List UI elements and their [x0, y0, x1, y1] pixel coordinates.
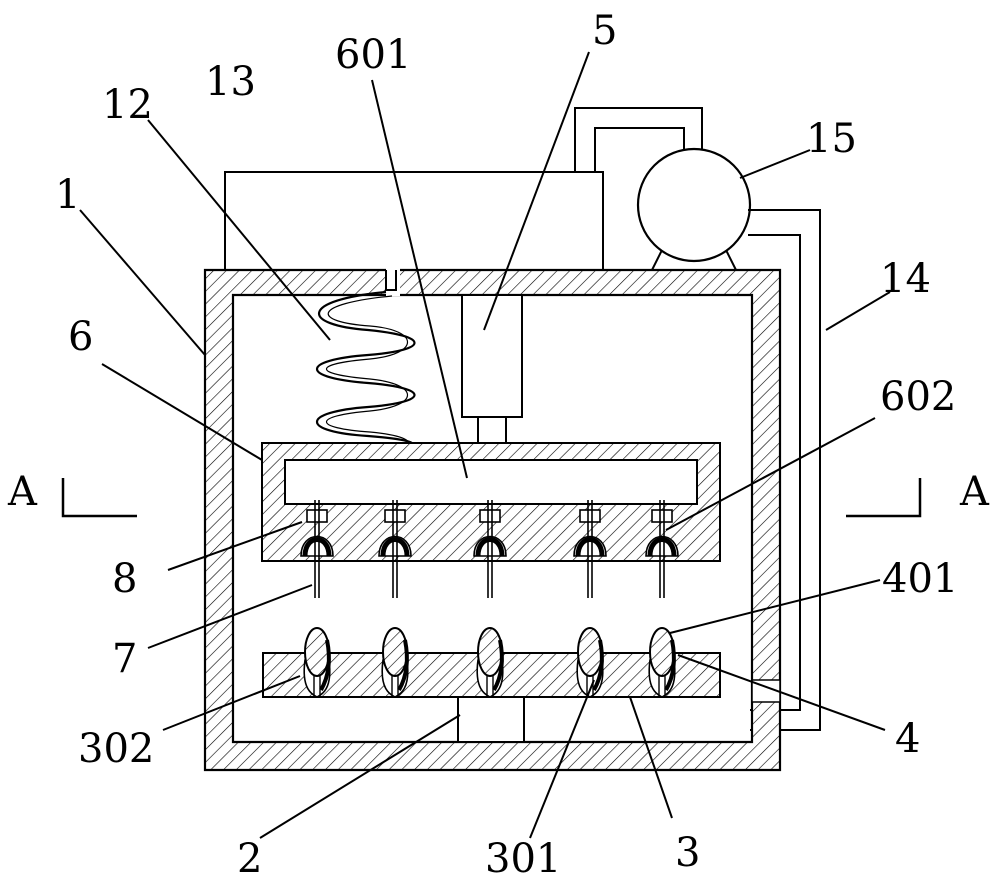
nozzle-seal	[302, 537, 332, 557]
nozzle-block	[479, 509, 501, 523]
holder-seal	[664, 639, 676, 691]
holder-seal	[397, 639, 409, 691]
pump-15	[636, 147, 752, 263]
cylinder-rod	[477, 416, 507, 446]
label-15: 15	[806, 116, 857, 162]
spring-12	[316, 290, 416, 448]
pump-base	[651, 249, 737, 271]
spring-12-inner	[325, 295, 410, 447]
label-6: 6	[68, 314, 93, 360]
section-marker-left	[61, 478, 137, 518]
section-marker-right	[846, 478, 922, 518]
label-4: 4	[895, 716, 920, 762]
pipe-top	[574, 107, 703, 172]
seed-holder	[577, 627, 603, 677]
upper-nozzles	[300, 500, 679, 598]
support-2	[457, 696, 525, 743]
housing-1	[203, 268, 782, 772]
label-5: 5	[592, 8, 617, 54]
label-3: 3	[675, 830, 700, 876]
label-302: 302	[78, 726, 154, 772]
holder-seal	[592, 639, 604, 691]
label-401: 401	[882, 556, 958, 602]
nozzle-block	[651, 509, 673, 523]
holder-seal	[319, 639, 331, 691]
nozzle-block	[306, 509, 328, 523]
nozzle-seal	[647, 537, 677, 557]
cylinder-5	[461, 294, 523, 418]
seed-holder	[649, 627, 675, 677]
seed-holder	[304, 627, 330, 677]
holder-seal	[492, 639, 504, 691]
label-14: 14	[880, 256, 931, 302]
nozzle-block	[384, 509, 406, 523]
label-7: 7	[112, 636, 137, 682]
label-section-right: A	[959, 469, 990, 515]
chamber-601	[284, 459, 698, 505]
label-2: 2	[237, 836, 262, 882]
label-601: 601	[335, 32, 411, 78]
housing-notch	[386, 268, 400, 296]
nozzle-seal	[380, 537, 410, 557]
housing-notch-edges	[385, 270, 397, 291]
label-section-left: A	[7, 469, 38, 515]
nozzle-seal	[575, 537, 605, 557]
label-13: 13	[205, 59, 256, 105]
leader-lines	[79, 51, 891, 839]
label-8: 8	[112, 556, 137, 602]
seed-holder	[382, 627, 408, 677]
nozzle-seal	[475, 537, 505, 557]
lower-holders	[303, 627, 676, 698]
label-1: 1	[55, 172, 80, 218]
label-602: 602	[880, 374, 956, 420]
label-12: 12	[102, 82, 153, 128]
seed-holder	[477, 627, 503, 677]
nozzle-block	[579, 509, 601, 523]
label-301: 301	[485, 836, 561, 882]
